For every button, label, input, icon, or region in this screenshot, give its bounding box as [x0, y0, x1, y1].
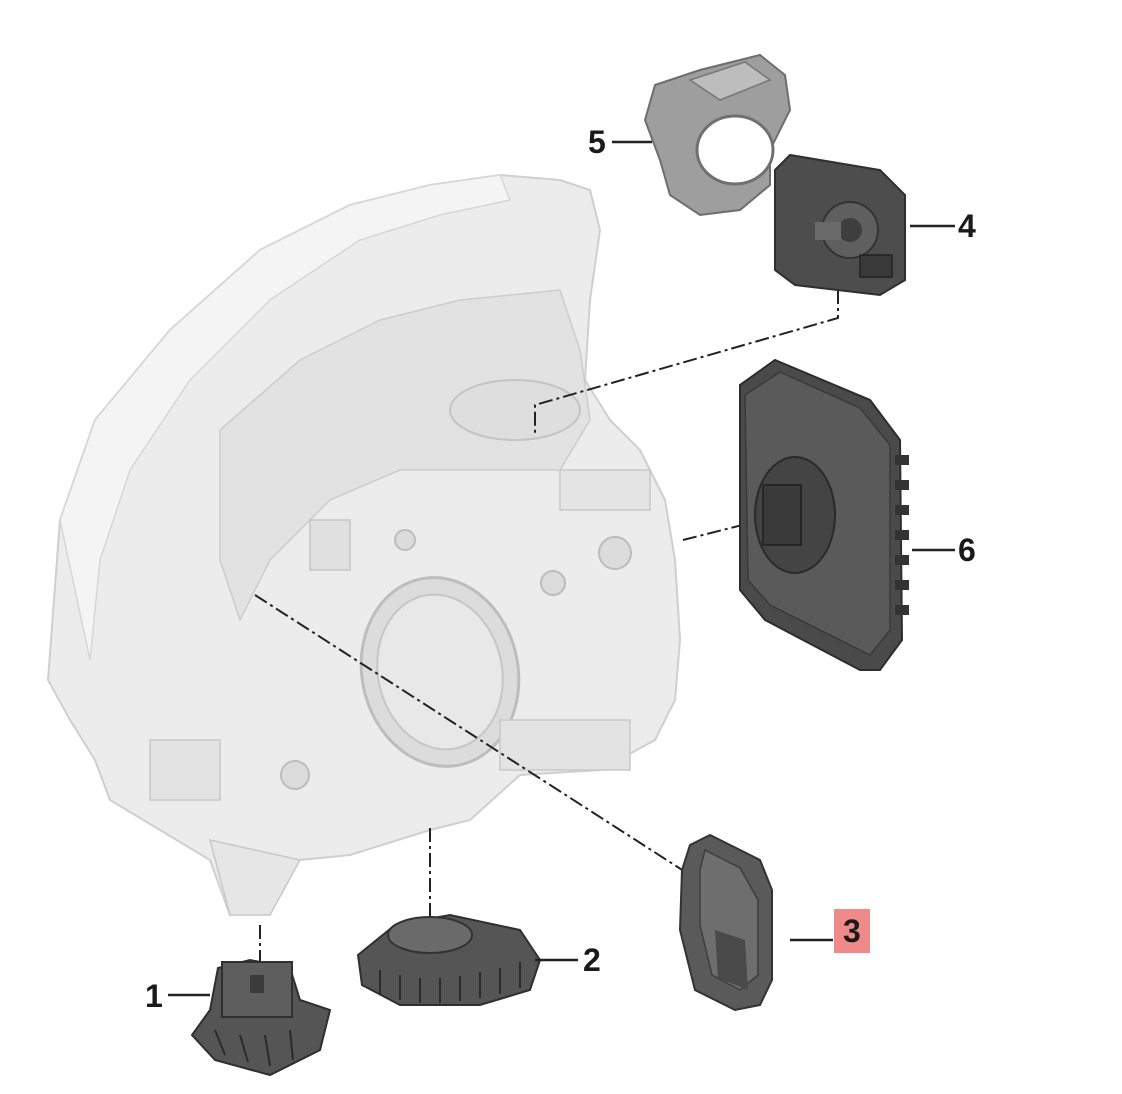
leader-6-to-housing — [682, 517, 771, 541]
callout-1: 1 — [145, 978, 163, 1014]
part-5-bracket — [643, 53, 792, 217]
part-1-connector-module — [190, 958, 332, 1077]
callout-5: 5 — [588, 124, 606, 160]
callout-6: 6 — [958, 532, 976, 568]
leader-3-to-housing — [254, 594, 691, 876]
leader-4-to-housing — [534, 290, 839, 435]
callout-2: 2 — [583, 942, 601, 978]
part-3-driver-module — [678, 833, 773, 1012]
callout-ticks — [168, 140, 955, 997]
callout-3-highlighted: 3 — [834, 909, 870, 953]
leader-lines — [254, 149, 839, 968]
callout-4: 4 — [958, 208, 976, 244]
part-4-motor — [774, 153, 906, 297]
part-2-heatsink-module — [356, 913, 542, 1006]
part-6-module — [739, 358, 909, 671]
headlight-housing — [46, 173, 682, 917]
